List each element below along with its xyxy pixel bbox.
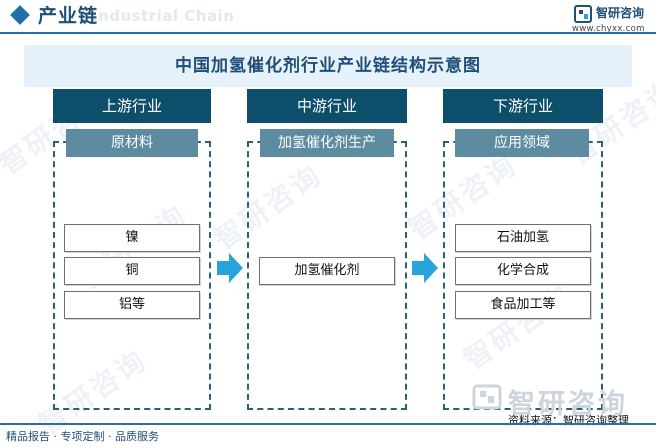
downstream-item: 食品加工等 [455, 291, 591, 319]
downstream-item: 化学合成 [455, 257, 591, 285]
footer-slogan: 精品报告 · 专项定制 · 品质服务 [6, 430, 159, 443]
header-divider [0, 32, 656, 34]
brand-name: 智研咨询 [596, 6, 645, 20]
diagram-banner [24, 45, 632, 87]
upstream-item: 铝等 [64, 291, 200, 319]
upstream-header: 上游行业 [53, 89, 211, 123]
midstream-item: 加氢催化剂 [259, 257, 395, 285]
source-note: 资料来源：智研咨询整理 [508, 414, 629, 427]
zhiyan-watermark-logo-icon [472, 384, 502, 410]
midstream-header: 中游行业 [247, 89, 407, 123]
upstream-subheader: 原材料 [66, 129, 198, 157]
zhiyan-logo-icon [574, 5, 592, 23]
midstream-subheader: 加氢催化剂生产 [260, 129, 394, 157]
right-arrow-icon [412, 253, 438, 283]
footer-brand-watermark: 智研咨询 [508, 389, 628, 420]
diamond-icon [10, 5, 30, 25]
downstream-item: 石油加氢 [455, 224, 591, 252]
upstream-item: 铜 [64, 257, 200, 285]
downstream-subheader: 应用领域 [455, 129, 589, 157]
right-arrow-icon [217, 253, 243, 283]
brand-url[interactable]: www.chyxx.com [572, 24, 645, 34]
downstream-header: 下游行业 [443, 89, 603, 123]
diagram-title: 中国加氢催化剂行业产业链结构示意图 [175, 56, 481, 76]
header-watermark: Industrial Chain [92, 7, 235, 25]
upstream-item: 镍 [64, 224, 200, 252]
section-title: 产业链 [38, 5, 99, 27]
footer-divider [0, 423, 656, 425]
